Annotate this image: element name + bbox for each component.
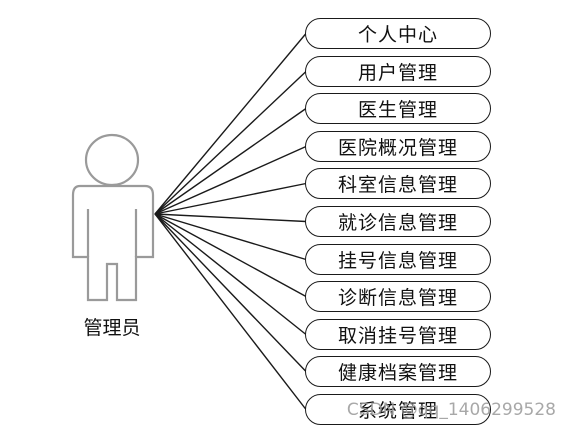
connector-line	[154, 213, 307, 298]
module-node: 系统管理	[305, 394, 491, 425]
connector-lines	[154, 33, 307, 410]
connector-line	[154, 213, 307, 223]
module-node: 医院概况管理	[305, 131, 491, 162]
watermark: CSDN @qq_1406299528	[346, 400, 556, 420]
connector-line	[154, 33, 307, 215]
connector-line	[154, 213, 307, 372]
actor-head	[84, 133, 140, 187]
module-node: 就诊信息管理	[305, 206, 491, 237]
connector-line	[154, 213, 307, 410]
module-node: 用户管理	[305, 56, 491, 87]
connector-line	[154, 213, 307, 261]
module-node: 诊断信息管理	[305, 281, 491, 312]
connector-line	[154, 145, 307, 215]
module-node: 挂号信息管理	[305, 244, 491, 275]
module-node: 健康档案管理	[305, 356, 491, 387]
connector-line	[154, 182, 307, 215]
module-node: 个人中心	[305, 18, 491, 49]
connector-line	[154, 213, 307, 336]
module-node: 医生管理	[305, 93, 491, 124]
connector-line	[154, 107, 307, 215]
module-node: 取消挂号管理	[305, 319, 491, 350]
module-node: 科室信息管理	[305, 168, 491, 199]
actor-body	[71, 184, 155, 302]
connector-line	[154, 70, 307, 215]
actor-figure-icon	[71, 133, 155, 302]
actor-label: 管理员	[83, 317, 141, 339]
